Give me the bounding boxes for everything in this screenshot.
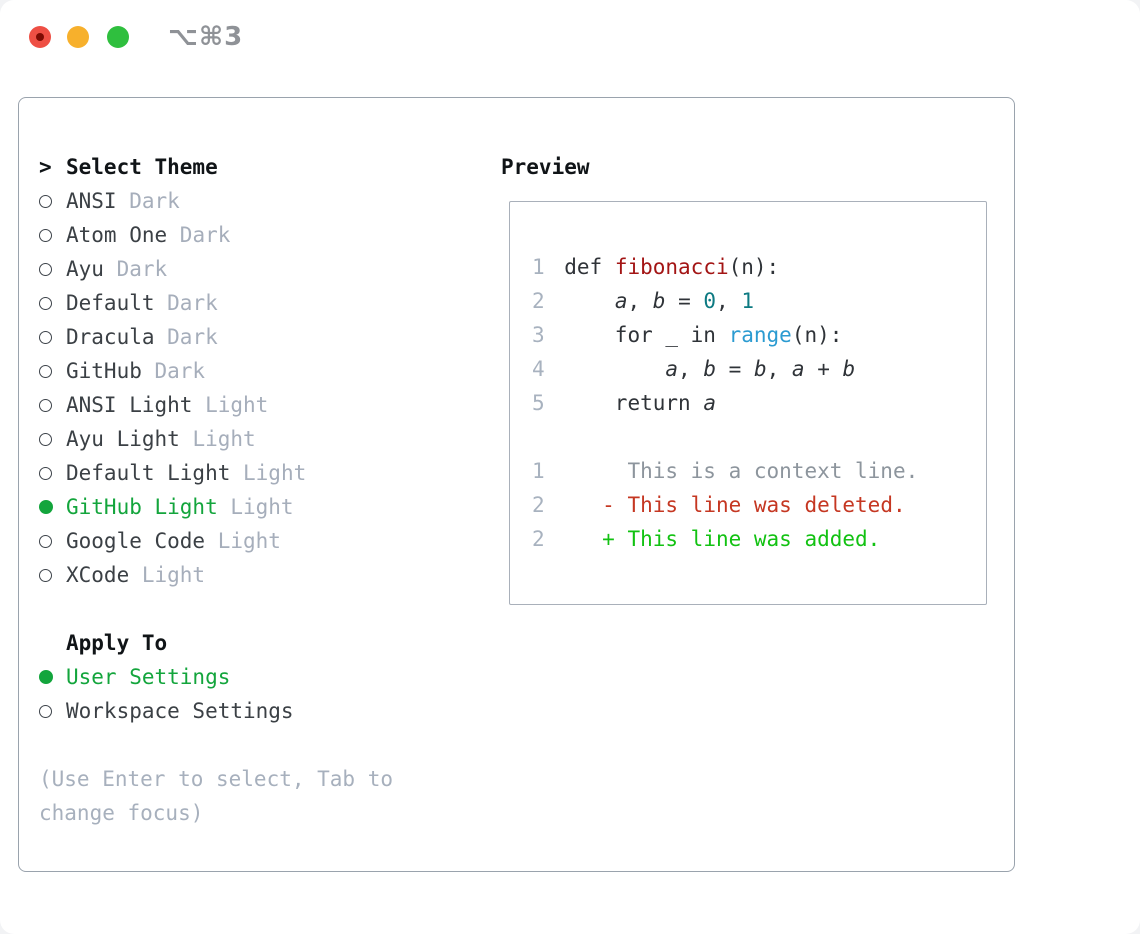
line-number: 2 bbox=[532, 289, 545, 313]
minimize-button[interactable] bbox=[67, 26, 89, 48]
radio-icon bbox=[39, 296, 52, 310]
radio-icon bbox=[39, 398, 52, 412]
select-theme-header: > Select Theme bbox=[39, 150, 489, 184]
radio-icon bbox=[39, 194, 52, 208]
code-line: 3 for _ in range(n): bbox=[532, 318, 986, 352]
code-line: 2 a, b = 0, 1 bbox=[532, 284, 986, 318]
select-theme-title: Select Theme bbox=[66, 155, 218, 179]
line-number: 2 bbox=[532, 493, 545, 517]
radio-icon bbox=[39, 262, 52, 276]
radio-icon bbox=[39, 466, 52, 480]
code-line: 2 + This line was added. bbox=[532, 522, 986, 556]
radio-icon bbox=[39, 228, 52, 242]
code-line bbox=[532, 420, 986, 454]
code-line: 5 return a bbox=[532, 386, 986, 420]
line-number: 1 bbox=[532, 459, 545, 483]
close-button[interactable] bbox=[29, 26, 51, 48]
radio-icon bbox=[39, 364, 52, 378]
apply-to-title: Apply To bbox=[66, 631, 168, 655]
code-line: 1 This is a context line. bbox=[532, 454, 986, 488]
cursor-arrow-icon: > bbox=[39, 155, 52, 179]
preview-header: Preview bbox=[501, 155, 590, 179]
radio-icon bbox=[39, 500, 53, 514]
apply-to-header: Apply To bbox=[39, 626, 489, 660]
line-number: 4 bbox=[532, 357, 545, 381]
window-title-shortcut: ⌥⌘3 bbox=[168, 22, 244, 52]
radio-icon bbox=[39, 670, 53, 684]
radio-icon bbox=[39, 330, 52, 344]
apply-to-section: Apply To User Settings Workspace Setting… bbox=[39, 626, 489, 728]
titlebar[interactable]: ⌥⌘3 bbox=[0, 0, 1140, 70]
line-number: 2 bbox=[532, 527, 545, 551]
help-text: (Use Enter to select, Tab to change focu… bbox=[39, 767, 394, 825]
code-line: 2 - This line was deleted. bbox=[532, 488, 986, 522]
radio-icon bbox=[39, 568, 52, 582]
apply-to-option[interactable]: User Settings bbox=[39, 660, 489, 694]
line-number: 1 bbox=[532, 255, 545, 279]
apply-to-list: User Settings Workspace Settings bbox=[39, 660, 489, 728]
line-number: 5 bbox=[532, 391, 545, 415]
close-dot-icon bbox=[36, 33, 44, 41]
code-line: 4 a, b = b, a + b bbox=[532, 352, 986, 386]
line-number: 3 bbox=[532, 323, 545, 347]
radio-icon bbox=[39, 534, 52, 548]
apply-to-option[interactable]: Workspace Settings bbox=[39, 694, 489, 728]
radio-icon bbox=[39, 704, 52, 718]
radio-icon bbox=[39, 432, 52, 446]
zoom-button[interactable] bbox=[107, 26, 129, 48]
